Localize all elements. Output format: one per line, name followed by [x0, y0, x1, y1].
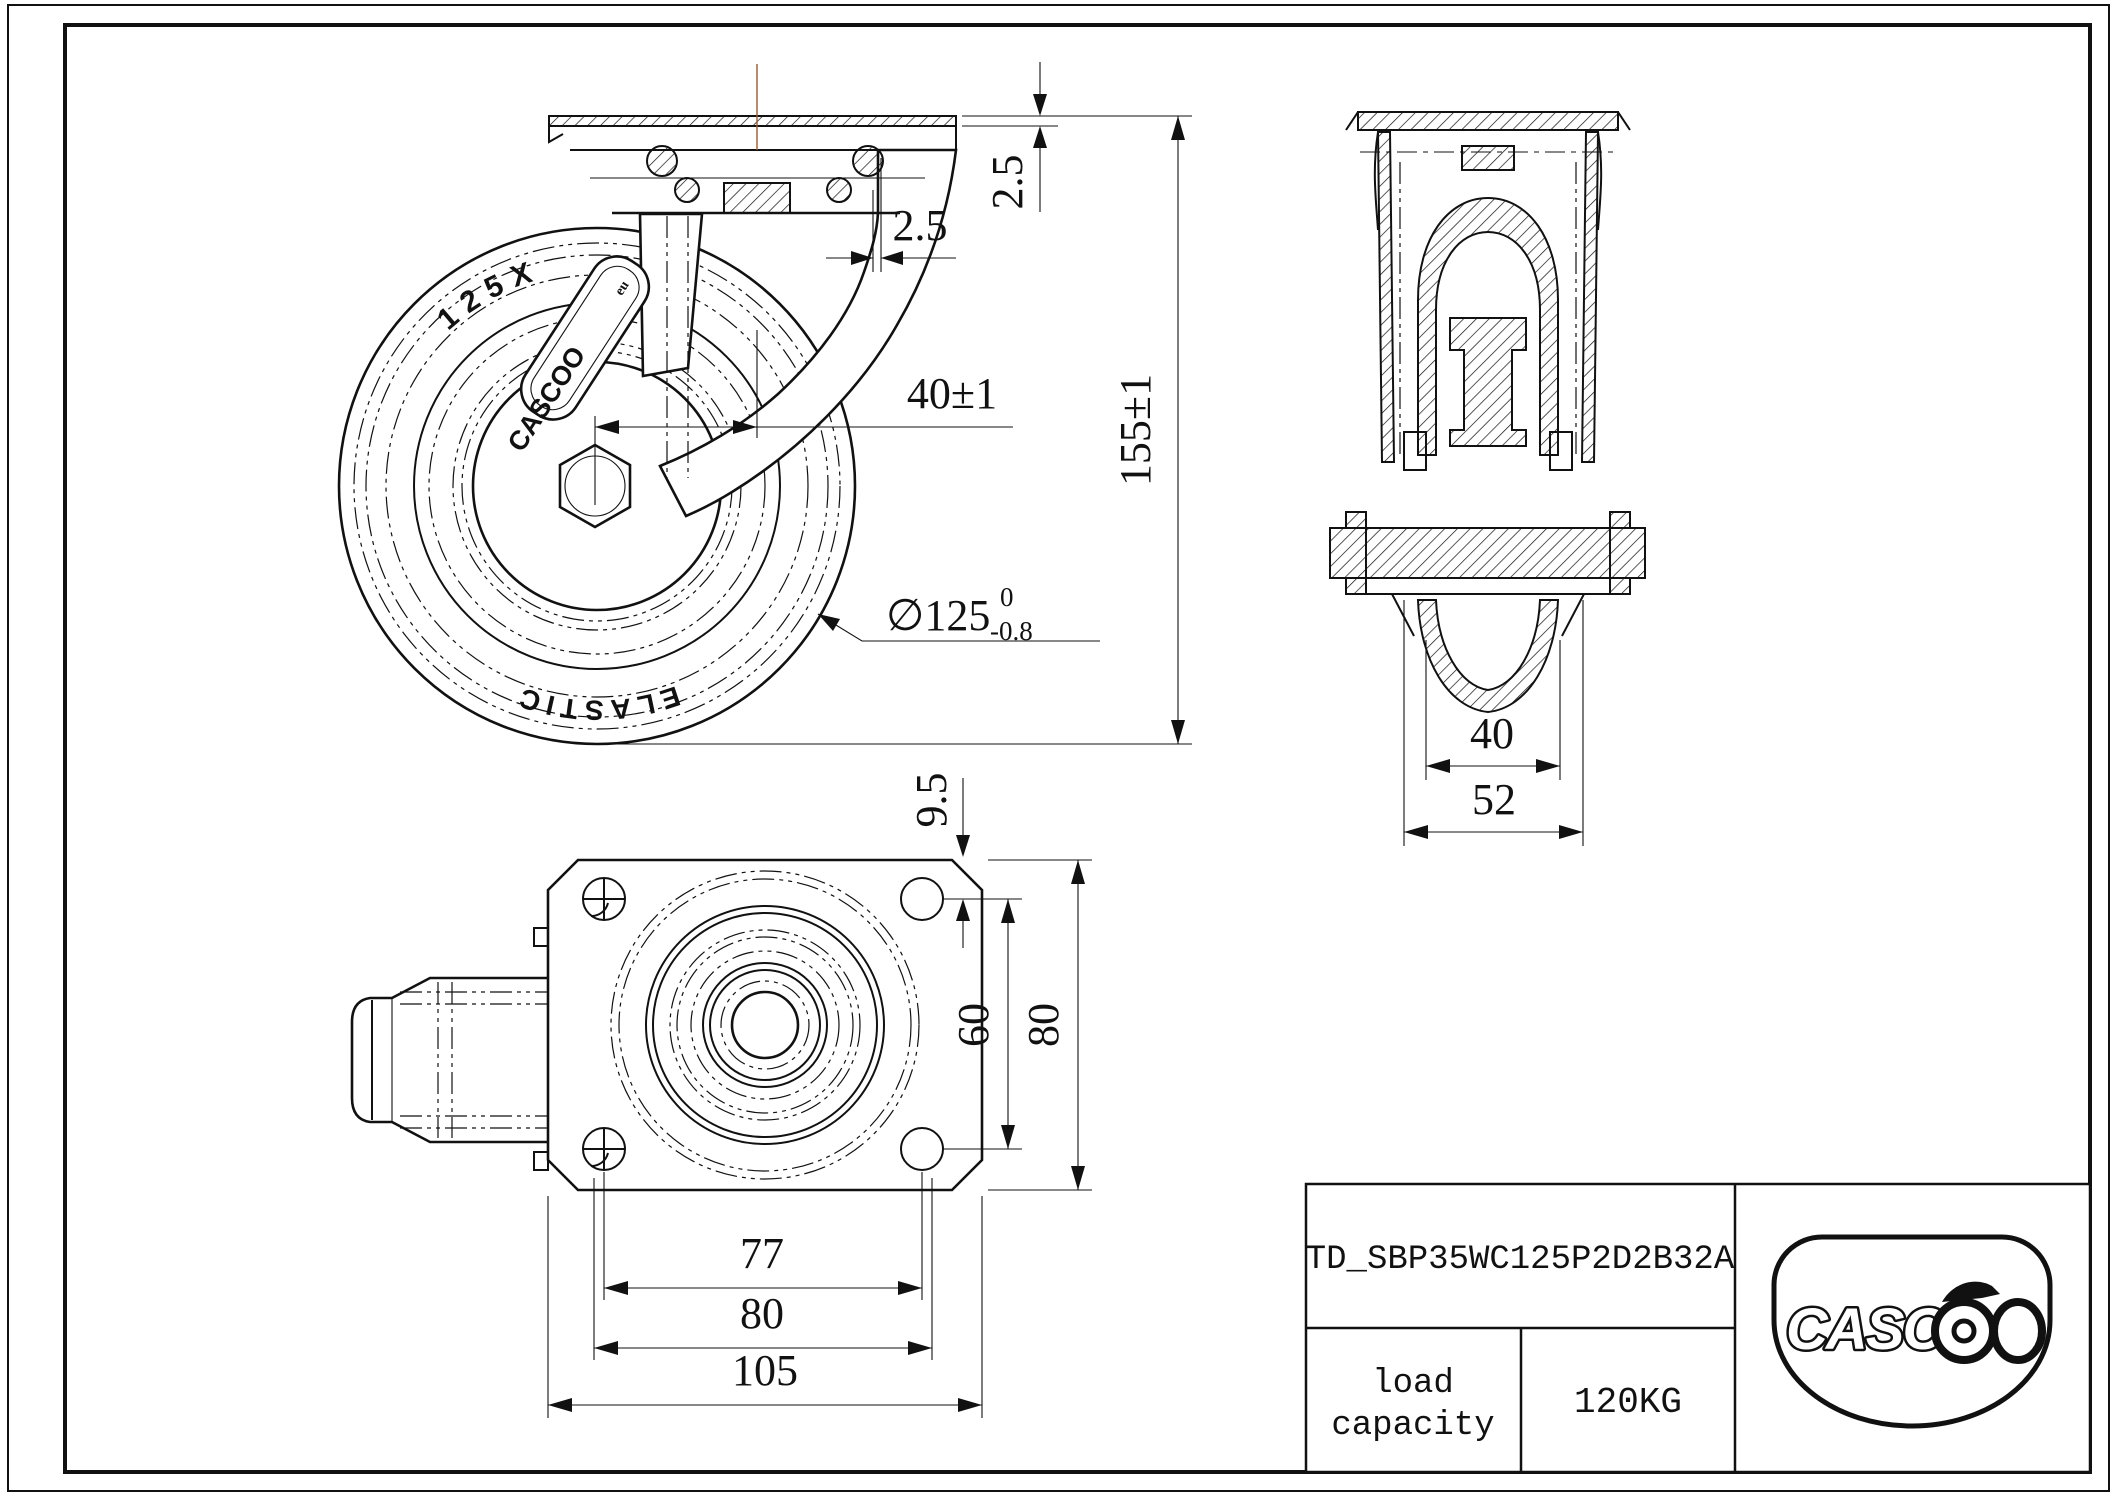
- drawing-frame: [7, 4, 2110, 1492]
- load-capacity-label-1: load: [1372, 1365, 1454, 1403]
- svg-text:-0.8: -0.8: [990, 616, 1033, 646]
- tire-section-upper: [1417, 196, 1559, 456]
- mounting-plate: [533, 858, 984, 1192]
- lower-wheel-section: [1391, 593, 1585, 714]
- svg-text:2.5: 2.5: [983, 155, 1032, 210]
- kingpin-section: [723, 182, 791, 214]
- svg-text:105: 105: [732, 1346, 798, 1395]
- dim-plate-thickness: 2.5: [962, 62, 1192, 212]
- plan-wheel: [350, 976, 548, 1144]
- svg-text:∅125: ∅125: [886, 591, 990, 640]
- wheel-core-section: [1449, 317, 1527, 447]
- part-number: TD_SBP35WC125P2D2B32A: [1306, 1241, 1735, 1279]
- logo-final-o: [1990, 1298, 2046, 1364]
- dim-overall-height: 155±1: [600, 116, 1192, 745]
- side-view-dimensions: 40±1 2.5 2.5 155±1: [594, 62, 1192, 745]
- cascoo-logo: CASC: [1771, 1234, 2053, 1429]
- bearing-retainer-right: [1549, 431, 1573, 471]
- load-capacity-label-2: capacity: [1331, 1407, 1494, 1445]
- dim-bolt-spacing-horizontal: 77: [603, 1172, 923, 1300]
- kingpin-nut-section: [1461, 145, 1515, 171]
- svg-text:0: 0: [1000, 582, 1014, 612]
- plan-view: 9.5 60 80 77: [350, 773, 1092, 1418]
- front-section-view: 40 52: [1329, 111, 1646, 846]
- svg-text:60: 60: [949, 1003, 998, 1047]
- title-block: TD_SBP35WC125P2D2B32A load capacity 120K…: [1304, 1182, 2092, 1474]
- swivel-fork: [638, 148, 958, 518]
- dim-hub-width: 52: [1403, 600, 1584, 846]
- swivel-bearing-assembly: [548, 64, 957, 215]
- dim-swivel-offset: 40±1: [594, 330, 1013, 505]
- svg-text:9.5: 9.5: [907, 773, 956, 828]
- dim-wheel-diameter: ∅125 0 -0.8: [817, 582, 1100, 646]
- dim-slot-spacing: 80: [593, 1178, 933, 1360]
- svg-text:80: 80: [740, 1289, 784, 1338]
- load-capacity-value: 120KG: [1574, 1382, 1682, 1423]
- svg-text:77: 77: [740, 1229, 784, 1278]
- svg-text:2.5: 2.5: [893, 201, 948, 250]
- tire-size-marking: 125X: [431, 253, 545, 336]
- bearing-ball: [646, 145, 678, 177]
- plate-section: [1357, 111, 1619, 131]
- bearing-ball: [826, 177, 852, 203]
- logo-text: CASC: [1786, 1297, 1945, 1362]
- dim-plate-depth: 80: [988, 859, 1092, 1191]
- dim-tread-width: 40: [1425, 640, 1561, 780]
- bolt-hole-bottom-left: [582, 1127, 626, 1171]
- axle-section: [1329, 511, 1646, 595]
- bearing-retainer-left: [1403, 431, 1427, 471]
- dim-housing-offset: 2.5: [826, 158, 956, 272]
- dim-plate-width: 105: [547, 1196, 983, 1418]
- dim-hole-to-edge: 9.5: [907, 773, 1022, 948]
- logo-wheel-o-icon: [1931, 1281, 2000, 1364]
- bearing-ball: [852, 145, 884, 177]
- svg-text:155±1: 155±1: [1111, 374, 1160, 486]
- bearing-ball: [674, 177, 700, 203]
- top-plate-section: [548, 115, 957, 127]
- dim-bolt-spacing-vertical: 60: [943, 899, 1022, 1150]
- svg-text:80: 80: [1019, 1003, 1068, 1047]
- side-view: CASCOO eu 125X ELASTIC: [337, 64, 958, 746]
- tire-material-marking: ELASTIC: [510, 680, 684, 726]
- svg-text:40: 40: [1470, 709, 1514, 758]
- svg-text:52: 52: [1472, 775, 1516, 824]
- svg-text:40±1: 40±1: [907, 369, 997, 418]
- bolt-hole-top-left: [582, 877, 626, 921]
- swivel-housing-section: [1373, 131, 1603, 463]
